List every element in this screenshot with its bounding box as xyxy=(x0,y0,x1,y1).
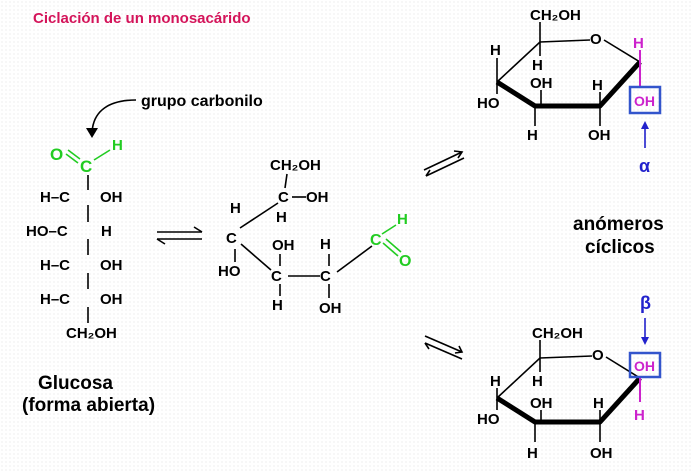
c4-ho: HO xyxy=(218,263,241,280)
c3-oh: OH xyxy=(272,237,295,254)
equilibrium-arrow-1 xyxy=(156,226,203,245)
equilibrium-arrow-alpha xyxy=(423,150,465,177)
ch2oh: CH₂OH xyxy=(530,7,581,24)
alpha-anomer: CH₂OH O H HO H OH H H OH H OH α xyxy=(477,7,662,176)
anomers-label-1: anómeros xyxy=(573,214,664,235)
c3-h: H xyxy=(527,445,538,462)
carbonyl-oxygen: O xyxy=(50,145,63,164)
c5-h: H xyxy=(276,209,287,226)
aldehyde-h-bond xyxy=(93,149,111,161)
anomers-label-2: cíclicos xyxy=(585,237,655,258)
anomeric-oh-box xyxy=(628,351,662,379)
ring-oxygen: O xyxy=(592,347,604,364)
c2-oh: OH xyxy=(590,445,613,462)
c5-carbon: C xyxy=(278,189,289,206)
anomeric-oh-box xyxy=(628,85,662,115)
ring-oxygen: O xyxy=(590,31,602,48)
c3-right: H xyxy=(101,223,112,240)
aldehyde-hydrogen: H xyxy=(397,211,408,228)
c3-oh: OH xyxy=(530,75,553,92)
c4-right: OH xyxy=(100,257,123,274)
carbonyl-double-bond-2 xyxy=(67,149,81,160)
c4-carbon: C xyxy=(226,230,237,247)
ch2oh: CH₂OH xyxy=(532,325,583,342)
c5-h: H xyxy=(532,373,543,390)
c2-oh: OH xyxy=(588,127,611,144)
c2-oh: OH xyxy=(319,300,342,317)
carbonyl-double-bond-1 xyxy=(65,153,79,164)
c6-ch2oh: CH₂OH xyxy=(66,325,117,342)
folded-chain-glucose: CH₂OH C OH H H C HO OH C H H C OH C H O xyxy=(218,157,411,317)
ring-front xyxy=(495,60,642,109)
c4-h: H xyxy=(230,200,241,217)
c2-h: H xyxy=(592,77,603,94)
equilibrium-arrow-beta xyxy=(424,335,464,360)
c5-oh: OH xyxy=(306,189,329,206)
alpha-label: α xyxy=(639,156,650,176)
aldehyde-carbon: C xyxy=(370,232,382,249)
c2-carbon: C xyxy=(320,268,331,285)
carbonyl-carbon: C xyxy=(80,157,92,176)
c4-h: H xyxy=(490,42,501,59)
anomeric-oh: OH xyxy=(634,358,655,374)
open-chain-glucose: grupo carbonilo O C H H–C OH HO–C H H–C … xyxy=(22,93,263,416)
open-form-label: (forma abierta) xyxy=(22,395,155,416)
ring-front xyxy=(495,376,642,425)
carbonyl-arrowhead xyxy=(86,128,98,138)
glucose-label: Glucosa xyxy=(38,373,113,394)
beta-label: β xyxy=(640,293,651,313)
ring-back xyxy=(496,355,593,399)
c4-ho: HO xyxy=(477,411,500,428)
c5-right: OH xyxy=(100,291,123,308)
beta-anomer: β CH₂OH O H H HO OH H H OH OH H xyxy=(477,293,662,462)
aldehyde-oxygen: O xyxy=(399,253,411,270)
c3-h: H xyxy=(527,127,538,144)
page-title: Ciclación de un monosacárido xyxy=(33,10,251,27)
c3-left: HO–C xyxy=(26,223,68,240)
aldehyde-hydrogen: H xyxy=(112,137,123,154)
c5-h: H xyxy=(532,57,543,74)
anomeric-oh: OH xyxy=(634,93,655,109)
c3-h: H xyxy=(272,297,283,314)
c3-oh: OH xyxy=(530,395,553,412)
c3-carbon: C xyxy=(271,268,282,285)
c2-h: H xyxy=(593,395,604,412)
anomeric-h: H xyxy=(633,35,644,52)
c2-right: OH xyxy=(100,189,123,206)
c4-ho: HO xyxy=(477,95,500,112)
c2-left: H–C xyxy=(40,189,70,206)
c4-h: H xyxy=(490,373,501,390)
c4-left: H–C xyxy=(40,257,70,274)
carbonyl-arrow xyxy=(91,99,137,134)
anomeric-h: H xyxy=(634,407,645,424)
c2-h: H xyxy=(320,236,331,253)
c5-left: H–C xyxy=(40,291,70,308)
c6-ch2oh: CH₂OH xyxy=(270,157,321,174)
carbonyl-group-label: grupo carbonilo xyxy=(141,93,263,110)
